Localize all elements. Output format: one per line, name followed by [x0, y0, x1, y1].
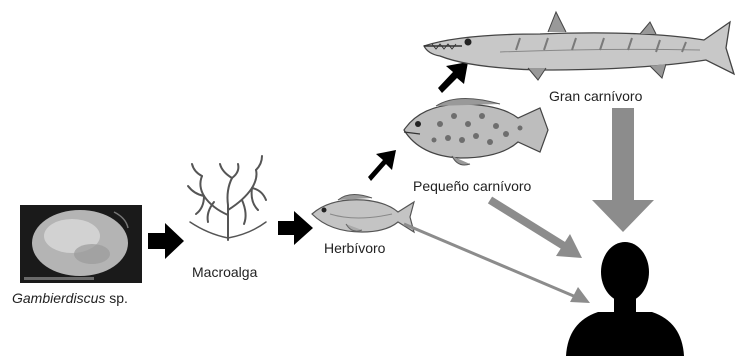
small-carnivore-to-human-arrow [490, 200, 582, 258]
herbivore-to-human-arrow [404, 224, 590, 303]
parrotfish-icon [312, 194, 414, 232]
grouper-icon [404, 98, 548, 165]
small-carnivore-label: Pequeño carnívoro [413, 178, 531, 194]
food-chain-arrow-3 [368, 150, 396, 181]
gambierdiscus-label: Gambierdiscus sp. [12, 290, 128, 306]
food-chain-arrow-1 [148, 223, 184, 259]
large-carnivore-to-human-arrow [592, 108, 654, 232]
gambierdiscus-micrograph [20, 205, 142, 283]
seaweed-icon [188, 156, 266, 240]
herbivore-label: Herbívoro [324, 240, 385, 256]
large-carnivore-label: Gran carnívoro [549, 88, 642, 104]
barracuda-icon [424, 12, 734, 80]
food-chain-arrow-2 [278, 211, 313, 245]
food-chain-arrow-4 [438, 62, 468, 93]
gambierdiscus-genus: Gambierdiscus [12, 290, 105, 306]
macroalga-label: Macroalga [192, 264, 257, 280]
gambierdiscus-suffix: sp. [105, 290, 128, 306]
